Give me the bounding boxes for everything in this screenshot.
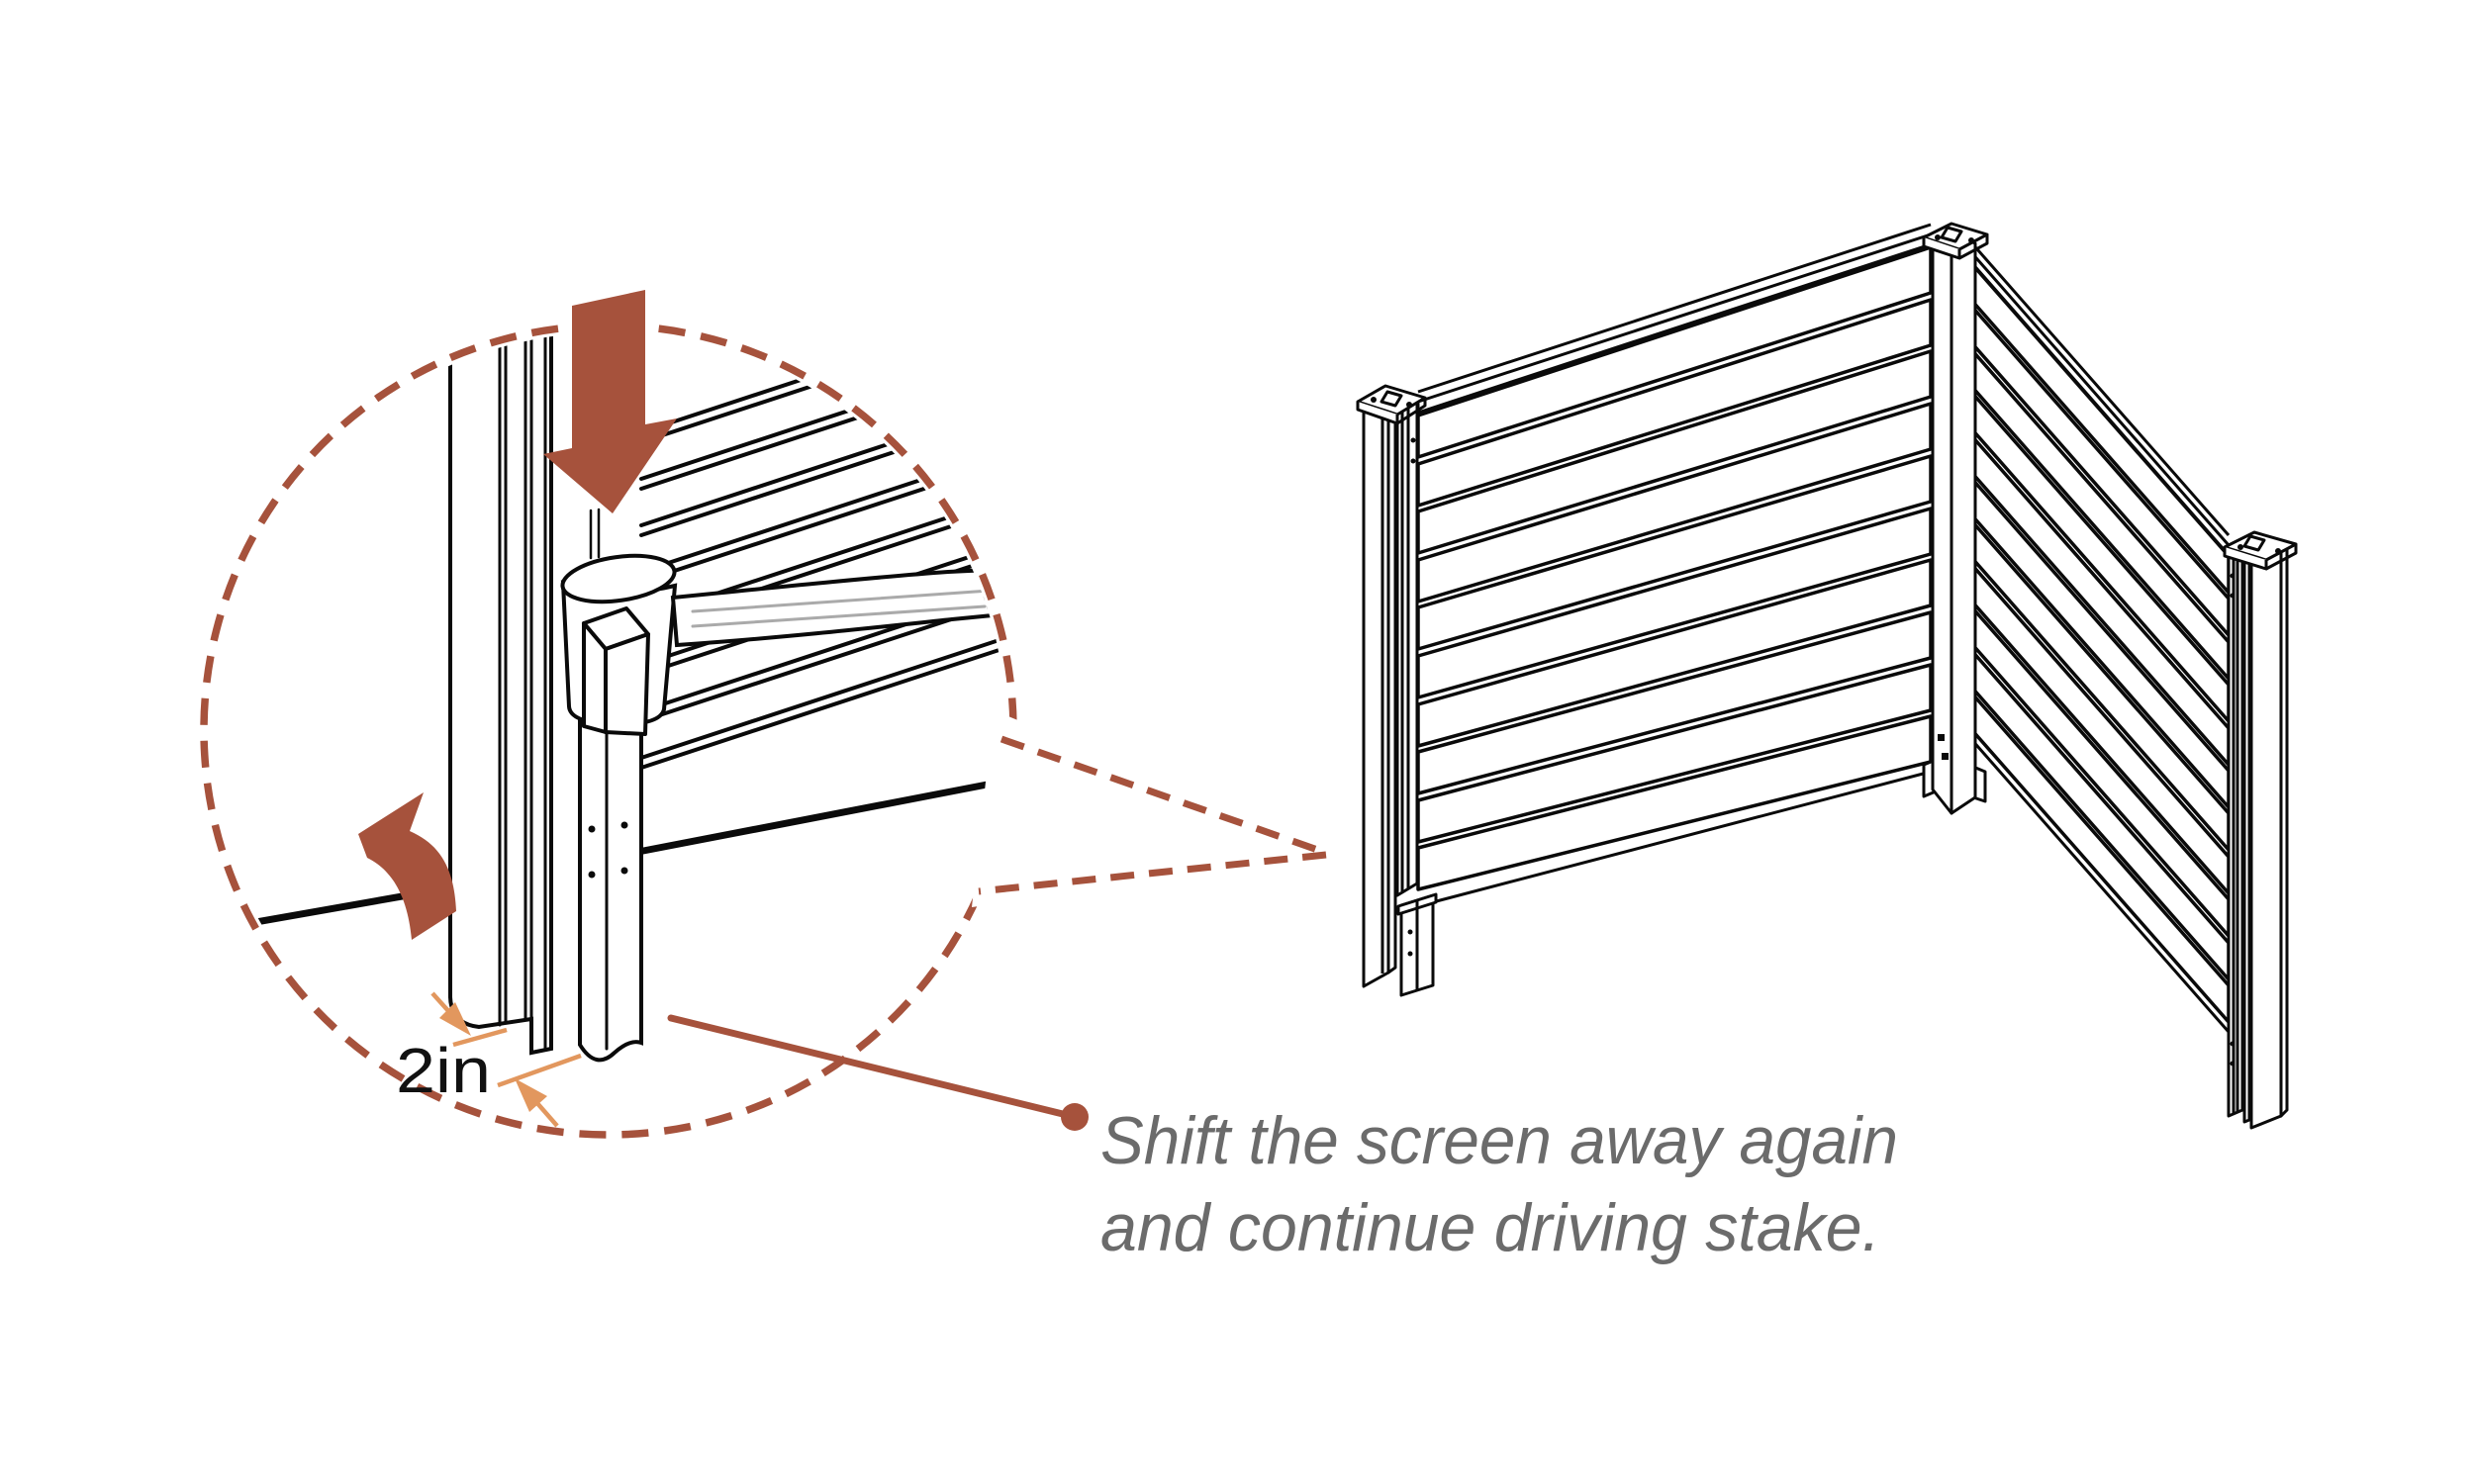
note-line-1: Shift the screen away again <box>1100 1103 1898 1178</box>
corner-screen-illustration <box>1356 222 2298 1130</box>
left-post-bracket <box>1356 384 1427 425</box>
dimension-indicator <box>430 991 582 1128</box>
callout-wedge <box>972 710 1346 907</box>
stake-guide-lines <box>589 508 601 560</box>
stake-cap-block <box>582 606 650 736</box>
right-end-post <box>2223 530 2298 1130</box>
shift-away-arrow-icon <box>358 792 456 940</box>
detail-callout: 2in <box>200 290 1346 1139</box>
leader-line <box>667 1014 1071 1119</box>
left-end-post <box>1356 384 1438 997</box>
screen-post <box>448 332 553 1056</box>
right-panel <box>1961 232 2231 1033</box>
stake <box>578 635 643 1063</box>
left-panel <box>1416 223 1933 906</box>
mallet-handle <box>670 567 1006 648</box>
note-line-2: and continue driving stake. <box>1100 1190 1880 1265</box>
drive-down-arrow-icon <box>543 290 677 513</box>
center-corner-post <box>1922 222 1989 815</box>
leader <box>667 1014 1089 1131</box>
instruction-note: Shift the screen away again and continue… <box>1100 1103 1898 1265</box>
dimension-label: 2in <box>396 1035 491 1106</box>
mallet-head-top <box>560 553 677 604</box>
right-post-bracket <box>2223 530 2298 571</box>
left-post-ground-stake <box>1396 892 1438 997</box>
note-bullet <box>1061 1103 1089 1131</box>
center-post-bracket <box>1922 222 1989 260</box>
